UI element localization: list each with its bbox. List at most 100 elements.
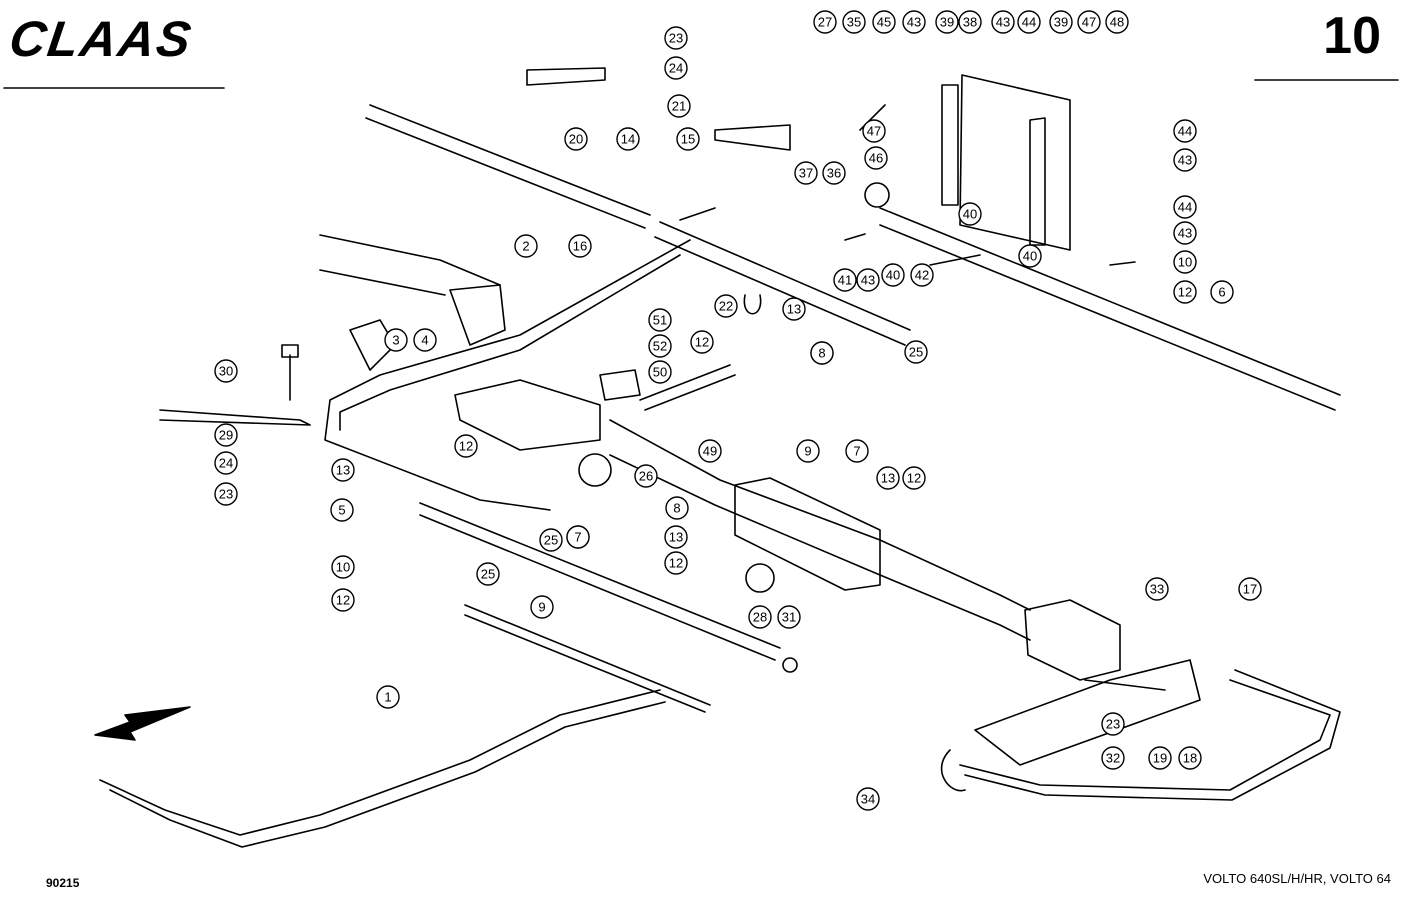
callout-circle [476,562,500,586]
callout-label: 52 [653,339,667,354]
callout-label: 50 [653,365,667,380]
callout-circle [881,263,905,287]
callout-label: 7 [853,444,860,459]
callout-circle [676,127,700,151]
model-designation: VOLTO 640SL/H/HR, VOLTO 64 [1203,871,1391,886]
callout-10: 10 [1173,250,1197,274]
callout-layer: 1234567778889910101212121212121313131314… [214,10,1262,811]
callout-circle [958,202,982,226]
callout-30: 30 [214,359,238,383]
callout-label: 24 [669,61,683,76]
callout-43: 43 [1173,148,1197,172]
callout-circle [822,161,846,185]
hydraulic-cylinder [599,364,736,411]
headstock [159,234,601,451]
callout-label: 44 [1022,15,1036,30]
callout-label: 14 [621,132,635,147]
callout-circle [856,787,880,811]
callout-label: 6 [1218,285,1225,300]
callout-circle [664,56,688,80]
callout-circle [1210,280,1234,304]
callout-label: 4 [421,333,428,348]
callout-circle [698,439,722,463]
callout-8: 8 [665,496,689,520]
callout-44: 44 [1017,10,1041,34]
callout-circle [958,10,982,34]
callout-label: 40 [886,268,900,283]
callout-circle [539,528,563,552]
callout-44: 44 [1173,195,1197,219]
callout-label: 12 [907,471,921,486]
callout-label: 32 [1106,751,1120,766]
callout-38: 38 [958,10,982,34]
callout-50: 50 [648,360,672,384]
callout-12: 12 [690,330,714,354]
callout-circle [1018,244,1042,268]
callout-circle [648,360,672,384]
callout-15: 15 [676,127,700,151]
callout-label: 49 [703,444,717,459]
callout-label: 23 [669,31,683,46]
callout-circle [864,146,888,170]
callout-46: 46 [864,146,888,170]
callout-13: 13 [876,466,900,490]
callout-circle [1173,250,1197,274]
callout-label: 43 [1178,226,1192,241]
direction-arrow [94,706,191,741]
callout-circle [214,451,238,475]
callout-circle [796,439,820,463]
callout-18: 18 [1178,746,1202,770]
callout-label: 38 [963,15,977,30]
callout-7: 7 [566,525,590,549]
callout-label: 29 [219,428,233,443]
callout-label: 21 [672,99,686,114]
callout-circle [514,234,538,258]
callout-circle [384,328,408,352]
callout-circle [902,10,926,34]
callout-label: 24 [219,456,233,471]
callout-circle [331,458,355,482]
callout-20: 20 [564,127,588,151]
callout-40: 40 [958,202,982,226]
mounting-plates [526,67,1071,251]
callout-circle [842,10,866,34]
callout-37: 37 [794,161,818,185]
callout-label: 5 [338,503,345,518]
callout-42: 42 [910,263,934,287]
callout-label: 25 [481,567,495,582]
callout-29: 29 [214,423,238,447]
callout-label: 43 [861,273,875,288]
callout-label: 41 [838,273,852,288]
callout-circle [664,525,688,549]
callout-circle [714,294,738,318]
callout-label: 9 [804,444,811,459]
callout-label: 45 [877,15,891,30]
callout-label: 3 [392,333,399,348]
callout-circle [568,234,592,258]
callout-circle [902,466,926,490]
callout-32: 32 [1101,746,1125,770]
callout-circle [748,605,772,629]
callout-circle [1148,746,1172,770]
callout-circle [214,423,238,447]
callout-circle [664,26,688,50]
callout-47: 47 [862,119,886,143]
callout-28: 28 [748,605,772,629]
callout-label: 12 [669,556,683,571]
callout-circle [648,308,672,332]
callout-26: 26 [634,464,658,488]
callout-label: 43 [907,15,921,30]
callout-circle [454,434,478,458]
callout-circle [810,341,834,365]
callout-35: 35 [842,10,866,34]
callout-34: 34 [856,787,880,811]
callout-circle [330,498,354,522]
callout-36: 36 [822,161,846,185]
callout-label: 16 [573,239,587,254]
callout-23: 23 [664,26,688,50]
callout-label: 48 [1110,15,1124,30]
callout-label: 30 [219,364,233,379]
callout-circle [1173,221,1197,245]
